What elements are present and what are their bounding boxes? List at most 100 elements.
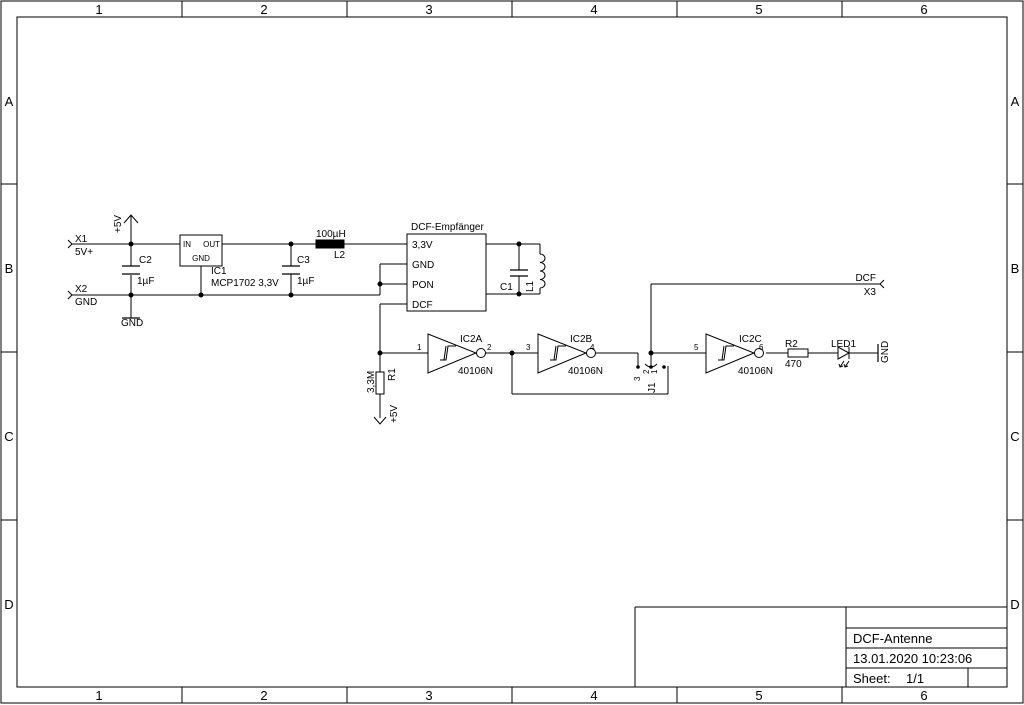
col-label-4-top: 4 — [590, 2, 597, 17]
connector-x2-signal: GND — [75, 297, 97, 308]
supply-r1-arrow-icon: +5V — [373, 405, 400, 425]
gate-ic2b: 3 4 IC2B 40106N — [526, 333, 603, 377]
supply-r1-label: +5V — [389, 405, 400, 423]
gate-ic2c-name: IC2C — [739, 334, 762, 345]
connector-x1: X1 5V+ — [67, 234, 93, 258]
sheet-label: Sheet: — [853, 671, 891, 686]
inductor-l2: 100µH L2 — [315, 229, 346, 261]
gate-ic2b-name: IC2B — [570, 334, 593, 345]
jumper-j1: 3 2 1 J1 — [633, 363, 666, 393]
resistor-r2-name: R2 — [785, 339, 798, 350]
col-label-2-top: 2 — [260, 2, 267, 17]
capacitor-c2: C2 1µF — [122, 255, 154, 287]
gate-ic2b-pin-out: 4 — [590, 343, 595, 352]
col-label-1-bottom: 1 — [95, 688, 102, 703]
connector-x1-name: X1 — [75, 234, 88, 245]
gate-ic2c-pin-out: 6 — [759, 343, 764, 352]
inductor-l1-name: L1 — [525, 280, 536, 292]
capacitor-c3: C3 1µF — [282, 255, 314, 287]
dcf-receiver: DCF-Empfänger 3,3V GND PON DCF — [406, 222, 487, 312]
led-icon: LED1 — [831, 339, 856, 368]
junction-dots — [128, 241, 654, 356]
gate-ic2a: 1 2 IC2A 40106N — [417, 333, 493, 377]
inductor-l2-name: L2 — [334, 250, 346, 261]
connector-x3-name: X3 — [864, 287, 877, 298]
jumper-pin-3: 3 — [633, 376, 642, 381]
gate-ic2b-pin-in: 3 — [526, 343, 531, 352]
resistor-r1: 3,3M R1 — [366, 368, 398, 395]
drawing-date: 13.01.2020 10:23:06 — [853, 651, 972, 666]
gate-ic2a-name: IC2A — [460, 334, 483, 345]
connector-x2-name: X2 — [75, 284, 88, 295]
row-label-a-right: A — [1011, 94, 1020, 109]
capacitor-c2-name: C2 — [139, 255, 152, 266]
regulator-ic1: IN OUT GND IC1 MCP1702 3,3V — [179, 234, 279, 289]
row-label-c-right: C — [1010, 429, 1019, 444]
col-label-3-top: 3 — [425, 2, 432, 17]
gate-ic2c: 5 6 IC2C 40106N — [694, 333, 773, 377]
row-label-c-left: C — [4, 429, 13, 444]
col-label-6-bottom: 6 — [920, 688, 927, 703]
capacitor-c1: C1 — [500, 269, 528, 293]
col-label-6-top: 6 — [920, 2, 927, 17]
col-label-4-bottom: 4 — [590, 688, 597, 703]
wire-net — [72, 216, 880, 418]
connector-x1-signal: 5V+ — [75, 247, 93, 258]
gnd-led-symbol-icon: GND — [877, 341, 891, 363]
resistor-r1-name: R1 — [387, 368, 398, 381]
connector-x2: X2 GND — [67, 284, 97, 308]
connector-x3: DCF X3 — [855, 273, 885, 298]
antenna-coil-l1: L1 — [525, 253, 546, 292]
receiver-pin-3v3: 3,3V — [412, 240, 433, 251]
receiver-pin-pon: PON — [412, 280, 434, 291]
col-label-1-top: 1 — [95, 2, 102, 17]
regulator-pin-out: OUT — [203, 240, 220, 249]
regulator-value: MCP1702 3,3V — [211, 278, 279, 289]
row-label-d-right: D — [1010, 597, 1019, 612]
gnd-led-label: GND — [880, 341, 891, 363]
row-label-d-left: D — [4, 597, 13, 612]
resistor-r2: R2 470 — [785, 339, 809, 370]
regulator-pin-gnd: GND — [192, 254, 210, 263]
gate-ic2b-value: 40106N — [568, 366, 603, 377]
row-label-b-right: B — [1011, 261, 1020, 276]
led-name: LED1 — [831, 339, 856, 350]
gnd-symbol-icon: GND — [121, 317, 143, 329]
resistor-r2-value: 470 — [785, 359, 802, 370]
col-label-5-top: 5 — [755, 2, 762, 17]
capacitor-c3-value: 1µF — [297, 276, 314, 287]
capacitor-c2-value: 1µF — [137, 276, 154, 287]
supply-plus5v-label: +5V — [113, 215, 124, 233]
gate-ic2c-pin-in: 5 — [694, 343, 699, 352]
jumper-pin-1: 1 — [650, 369, 659, 374]
col-label-2-bottom: 2 — [260, 688, 267, 703]
title-block: DCF-Antenne 13.01.2020 10:23:06 Sheet: 1… — [634, 606, 1007, 687]
sheet-number: 1/1 — [906, 671, 924, 686]
gate-ic2c-value: 40106N — [738, 366, 773, 377]
regulator-pin-in: IN — [183, 240, 191, 249]
row-label-b-left: B — [5, 261, 14, 276]
capacitor-c1-name: C1 — [500, 282, 513, 293]
drawing-title: DCF-Antenne — [853, 631, 932, 646]
gate-ic2a-pin-out: 2 — [487, 343, 492, 352]
receiver-pin-dcf: DCF — [412, 300, 433, 311]
capacitor-c3-name: C3 — [297, 255, 310, 266]
jumper-name: J1 — [647, 382, 658, 393]
gnd-label: GND — [121, 318, 143, 329]
resistor-r1-value: 3,3M — [366, 371, 377, 393]
col-label-3-bottom: 3 — [425, 688, 432, 703]
receiver-pin-gnd: GND — [412, 260, 434, 271]
supply-plus5v-arrow-icon: +5V — [113, 214, 139, 233]
gate-ic2a-pin-in: 1 — [417, 343, 422, 352]
gate-ic2a-value: 40106N — [458, 366, 493, 377]
col-label-5-bottom: 5 — [755, 688, 762, 703]
connector-x3-signal: DCF — [855, 273, 876, 284]
inductor-l2-value: 100µH — [316, 229, 346, 240]
jumper-pin-2: 2 — [642, 369, 651, 374]
regulator-name: IC1 — [211, 266, 227, 277]
receiver-name: DCF-Empfänger — [411, 222, 484, 233]
row-label-a-left: A — [5, 94, 14, 109]
